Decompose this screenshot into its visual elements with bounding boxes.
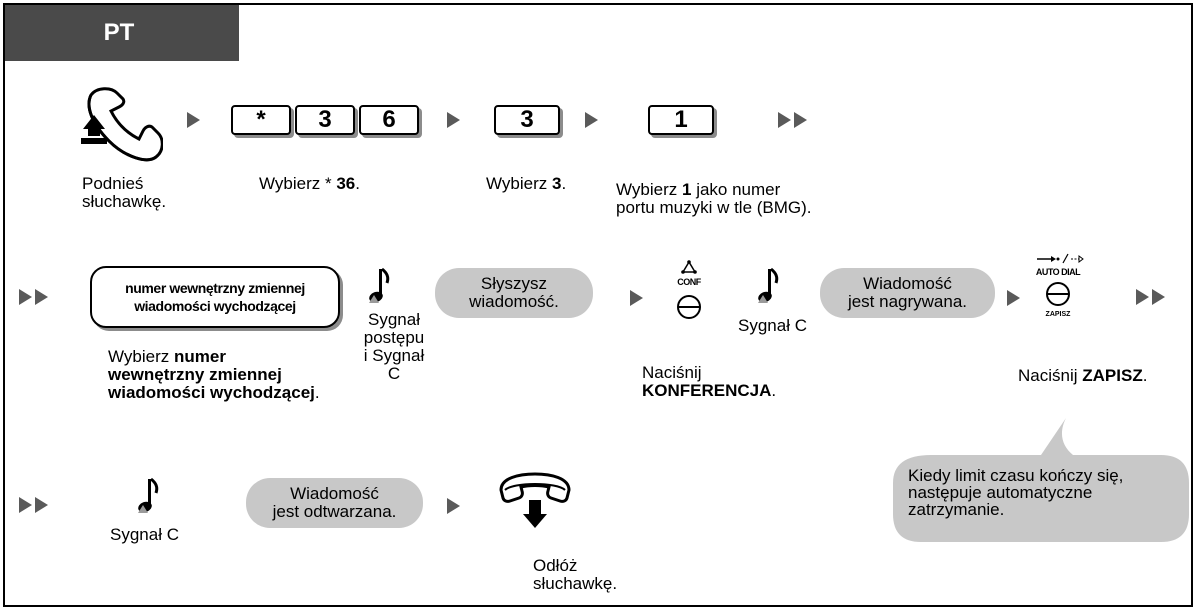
tone-c-label-2: Sygnał C bbox=[110, 525, 179, 544]
double-arrow bbox=[35, 289, 48, 305]
flow-arrow bbox=[447, 498, 460, 514]
auto-dial-store-button-icon bbox=[1037, 253, 1084, 306]
flow-arrow bbox=[585, 112, 598, 128]
store-label: ZAPISZ bbox=[1045, 311, 1071, 318]
flow-arrow bbox=[1007, 290, 1020, 306]
double-arrow bbox=[778, 112, 791, 128]
handset-hangup-icon bbox=[499, 472, 571, 528]
star-key: * bbox=[231, 105, 291, 135]
digit-3-key-b: 3 bbox=[494, 105, 560, 135]
double-arrow bbox=[794, 112, 807, 128]
double-arrow bbox=[1136, 289, 1149, 305]
pt-tab-label: PT bbox=[103, 19, 135, 46]
digit-1-key: 1 bbox=[648, 105, 714, 135]
double-arrow bbox=[35, 497, 48, 513]
caption-store: Naciśnij ZAPISZ. bbox=[1018, 366, 1148, 385]
recording-bubble: Wiadomość jest nagrywana. bbox=[820, 268, 995, 318]
double-arrow bbox=[19, 497, 32, 513]
extension-number-box: numer wewnętrzny zmiennej wiadomości wyc… bbox=[90, 266, 340, 328]
flow-arrow bbox=[187, 112, 200, 128]
conf-label: CONF bbox=[677, 277, 701, 287]
tone-icon bbox=[369, 267, 390, 303]
star-glyph: * bbox=[324, 174, 332, 193]
caption-dial-36: Wybierz * 36. bbox=[259, 174, 360, 193]
auto-dial-label: AUTO DIAL bbox=[1035, 267, 1081, 277]
pt-tab: PT bbox=[5, 5, 239, 61]
flow-arrow bbox=[447, 112, 460, 128]
playing-bubble: Wiadomość jest odtwarzana. bbox=[246, 478, 423, 528]
tone-icon bbox=[138, 477, 159, 513]
conference-button-icon bbox=[677, 260, 701, 319]
digit-3-key: 3 bbox=[295, 105, 355, 135]
caption-dial-3: Wybierz 3. bbox=[486, 174, 567, 193]
digit-6-key: 6 bbox=[359, 105, 419, 135]
note-text: Kiedy limit czasu kończy się, następuje … bbox=[908, 466, 1124, 519]
double-arrow bbox=[19, 289, 32, 305]
handset-lift-icon bbox=[81, 87, 163, 162]
flow-arrow bbox=[630, 290, 643, 306]
tone-icon bbox=[758, 267, 779, 303]
hear-message-bubble: Słyszysz wiadomość. bbox=[435, 268, 593, 318]
double-arrow bbox=[1152, 289, 1165, 305]
tone-c-label: Sygnał C bbox=[738, 316, 807, 335]
note-bubble-shape bbox=[893, 418, 1189, 542]
